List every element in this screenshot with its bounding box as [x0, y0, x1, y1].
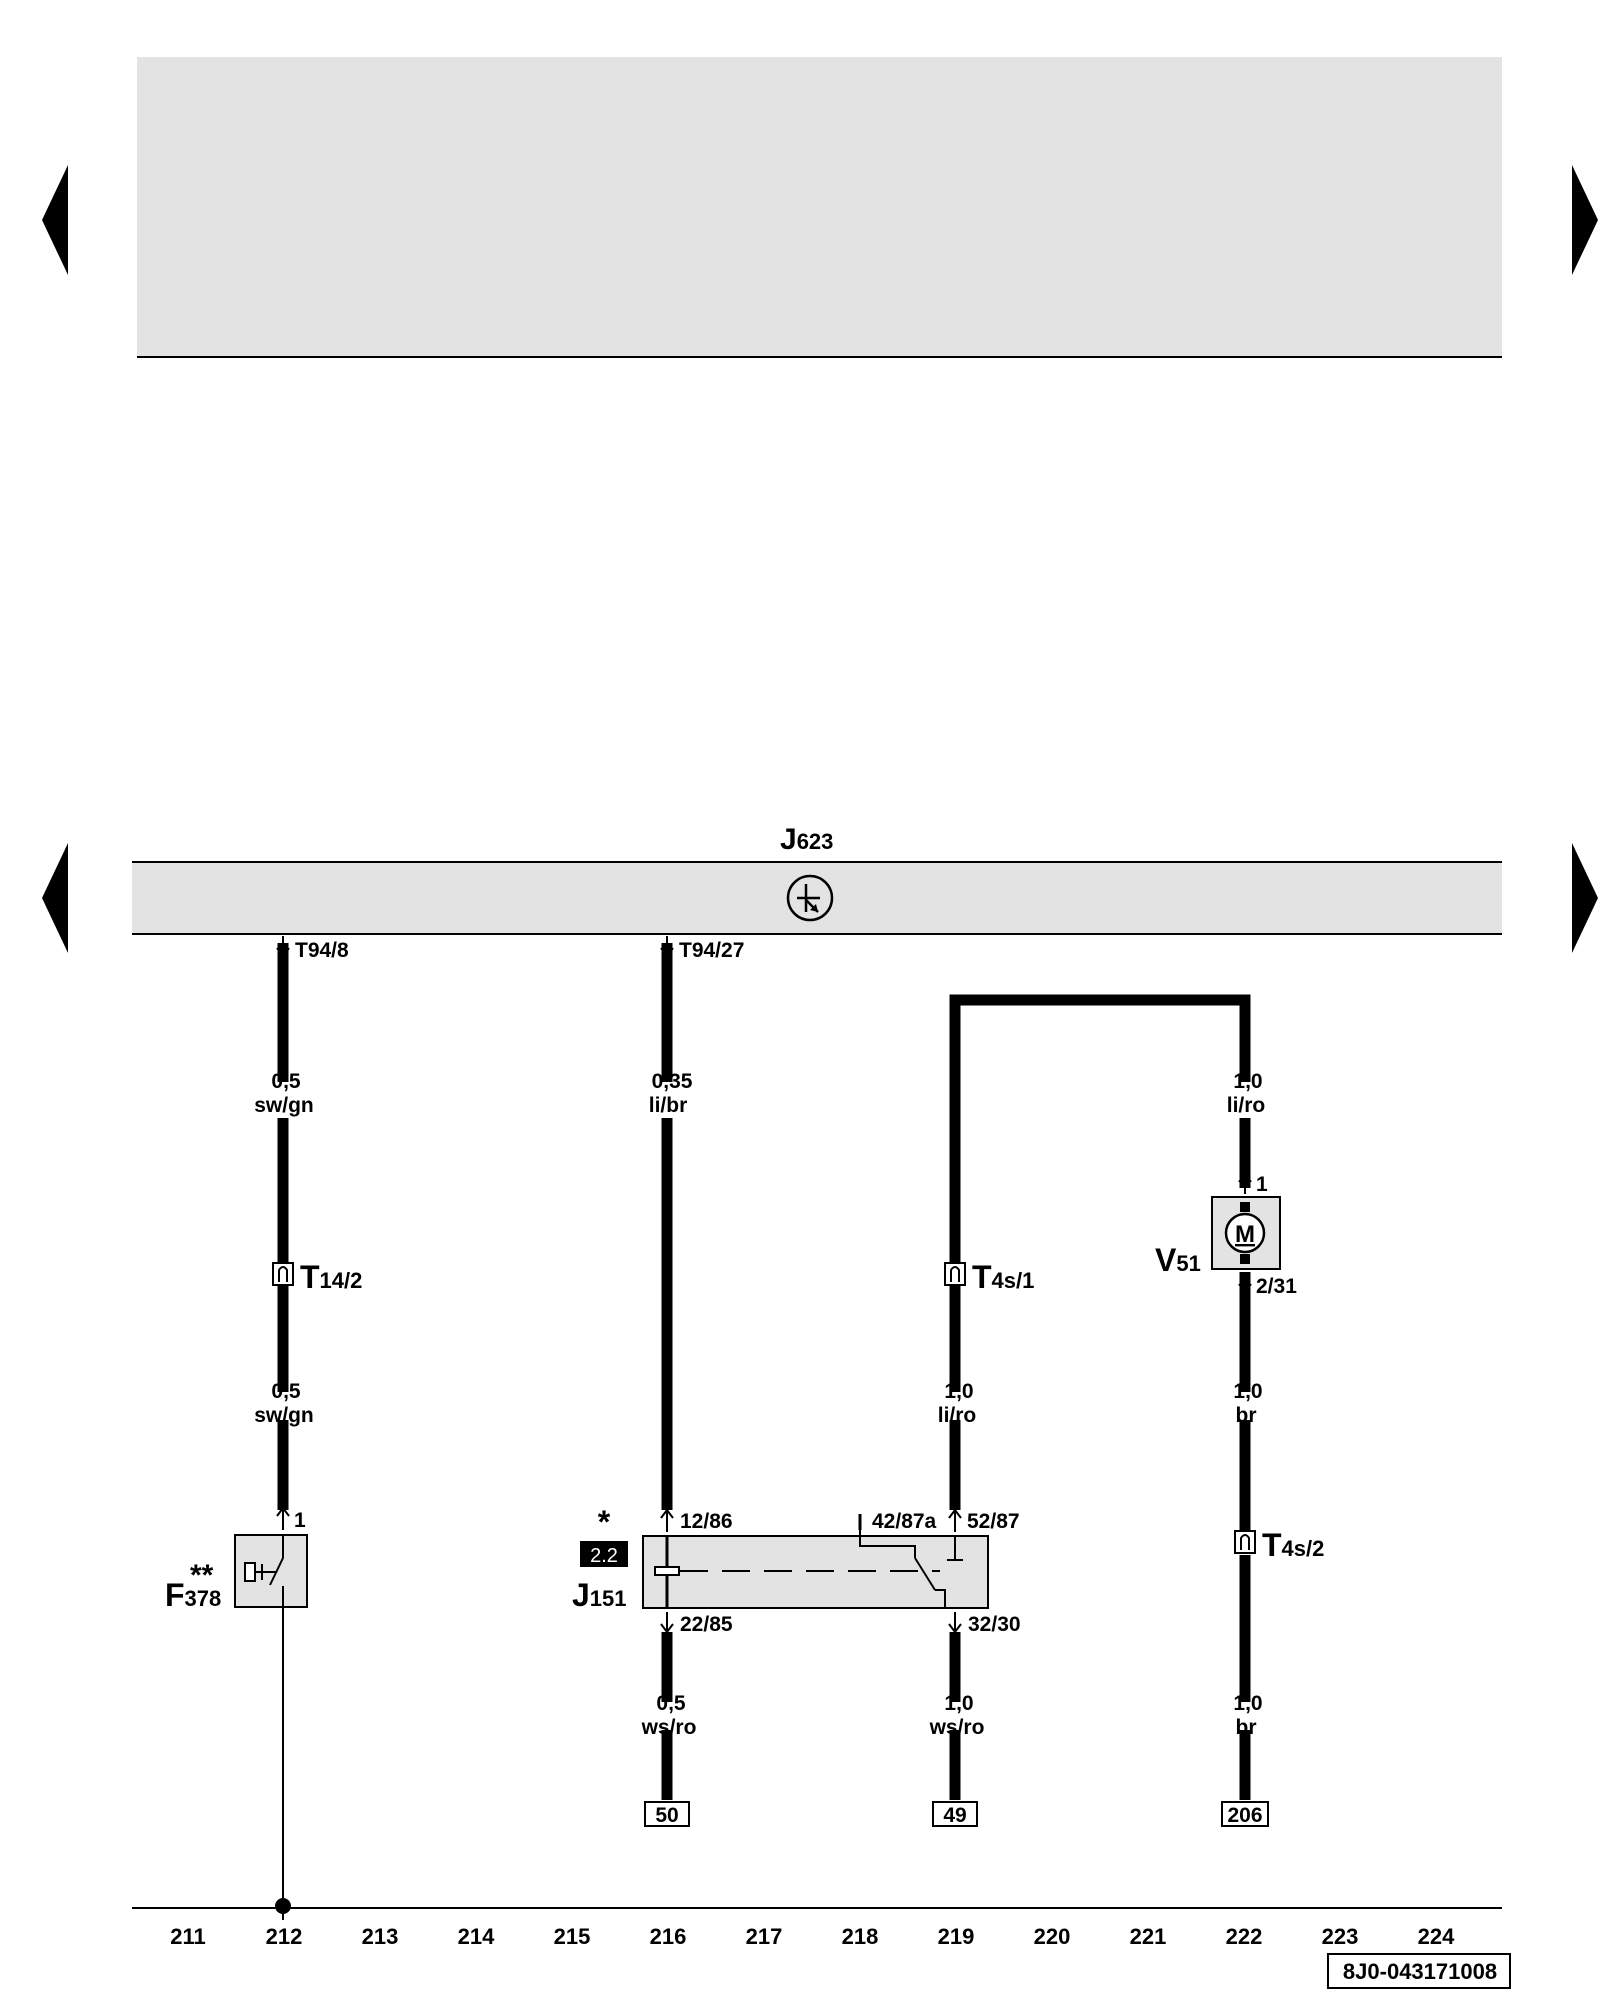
wire-w4-color: ws/ro	[641, 1716, 697, 1739]
wire-w3-color: li/br	[649, 1094, 688, 1117]
ref-box-206	[1221, 1801, 1269, 1827]
relay-pin-42-87a: 42/87a	[872, 1510, 937, 1533]
wire-w2-color: sw/gn	[254, 1404, 314, 1427]
track-number: 217	[746, 1924, 783, 1949]
wire-w4-size: 0,5	[656, 1692, 686, 1715]
track-number: 223	[1322, 1924, 1359, 1949]
track-number: 220	[1034, 1924, 1071, 1949]
ref-49: 49	[943, 1804, 966, 1827]
relay-j151-label: J151	[572, 1577, 627, 1613]
switch-f378-pin: 1	[294, 1509, 306, 1532]
relay-j151-badge-text: 2.2	[590, 1545, 618, 1567]
relay-pin-52-87: 52/87	[967, 1510, 1020, 1533]
motor-v51: M	[1211, 1172, 1281, 1294]
prev-page-top-icon[interactable]	[42, 165, 68, 275]
pin-label-t94-27: T94/27	[679, 939, 744, 962]
track-number: 221	[1130, 1924, 1167, 1949]
ground-junction	[275, 1898, 291, 1914]
pin-arrow-t94-8	[276, 936, 290, 958]
connector-t14-2-label: T14/2	[300, 1259, 362, 1295]
ref-206: 206	[1227, 1804, 1262, 1827]
wire-w6-color: ws/ro	[929, 1716, 985, 1739]
doc-code: 8J0-043171008	[1343, 1959, 1497, 1984]
ref-box-50	[644, 1801, 690, 1827]
wire-w1-size: 0,5	[271, 1070, 301, 1093]
switch-f378	[234, 1506, 308, 1920]
relay-j151-badge	[580, 1541, 628, 1567]
ref-50: 50	[655, 1804, 678, 1827]
track-number: 211	[170, 1924, 206, 1949]
doc-code-box	[1327, 1953, 1511, 1989]
switch-f378-label: F378	[165, 1577, 221, 1613]
wire-w7-color: li/ro	[1227, 1094, 1266, 1117]
switch-f378-stars: **	[190, 1559, 214, 1592]
motor-icon	[1224, 1212, 1266, 1254]
control-unit-label: J623	[780, 823, 833, 856]
relay-pin-32-30: 32/30	[968, 1613, 1021, 1636]
transistor-icon	[786, 874, 834, 922]
next-page-top-icon[interactable]	[1572, 165, 1598, 275]
wire-w7-size: 1,0	[1233, 1070, 1262, 1093]
pin-arrow-t94-27	[660, 936, 674, 958]
connector-t4s-1	[944, 1262, 966, 1286]
connector-t4s-1-label: T4s/1	[972, 1259, 1034, 1295]
track-number: 218	[842, 1924, 879, 1949]
pin-label-t94-8: T94/8	[295, 939, 349, 962]
track-number: 224	[1418, 1924, 1455, 1949]
wire-w2-size: 0,5	[271, 1380, 301, 1403]
track-number: 214	[458, 1924, 495, 1949]
track-number: 213	[362, 1924, 399, 1949]
wire-w5-color: li/ro	[938, 1404, 977, 1427]
next-page-bottom-icon[interactable]	[1572, 843, 1598, 953]
wires	[277, 943, 1251, 1800]
connector-t14-2	[272, 1262, 294, 1286]
connector-t4s-2	[1234, 1530, 1256, 1554]
ref-box-49	[932, 1801, 978, 1827]
top-panel	[137, 57, 1502, 357]
wire-w3-size: 0,35	[652, 1070, 693, 1093]
prev-page-bottom-icon[interactable]	[42, 843, 68, 953]
wire-w8-size: 1,0	[1233, 1380, 1262, 1403]
relay-j151	[642, 1508, 989, 1634]
wire-w5	[949, 994, 1251, 1262]
relay-j151-star: *	[598, 1504, 611, 1540]
track-number: 212	[266, 1924, 303, 1949]
track-number: 219	[938, 1924, 975, 1949]
track-numbers: 211 212 213 214 215 216 217 218 219 220 221 222 223 2…	[170, 1924, 1455, 1949]
wire-w8-color: br	[1236, 1404, 1257, 1427]
motor-v51-label: V51	[1155, 1242, 1201, 1278]
wire-w9-color: br	[1236, 1716, 1257, 1739]
motor-symbol: M	[1235, 1221, 1255, 1248]
track-number: 215	[554, 1924, 591, 1949]
connector-t4s-2-label: T4s/2	[1262, 1527, 1324, 1563]
wire-w9-size: 1,0	[1233, 1692, 1262, 1715]
motor-pin-2-31: 2/31	[1256, 1275, 1297, 1298]
wire-w1-color: sw/gn	[254, 1094, 314, 1117]
motor-pin-1: 1	[1256, 1173, 1268, 1196]
relay-pin-12-86: 12/86	[680, 1510, 733, 1533]
track-number: 216	[650, 1924, 687, 1949]
track-number: 222	[1226, 1924, 1263, 1949]
relay-pin-22-85: 22/85	[680, 1613, 733, 1636]
wire-w6-size: 1,0	[944, 1692, 973, 1715]
wire-w5-size: 1,0	[944, 1380, 973, 1403]
